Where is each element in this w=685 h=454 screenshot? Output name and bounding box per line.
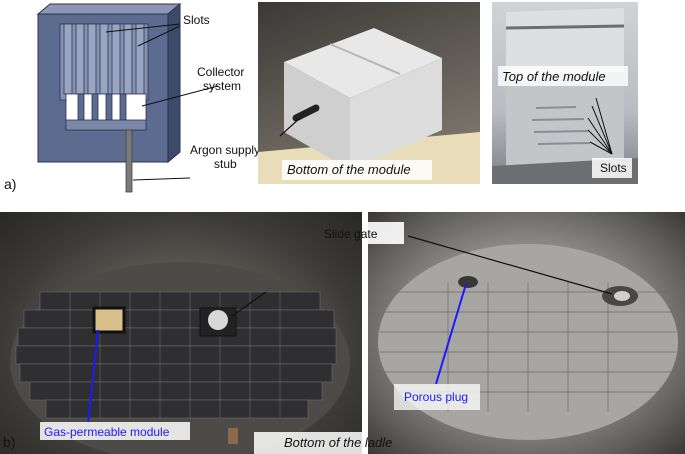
cad-argon-label-1: Argon supply: [190, 143, 261, 157]
module-top-svg: [492, 8, 638, 184]
module-bottom-caption-box: [282, 160, 432, 180]
photo-module-bottom: [258, 2, 480, 184]
porous-plug-label-box: [394, 384, 480, 410]
module-bottom-svg: [258, 28, 480, 184]
photo-ladle-bottom-right: [368, 212, 685, 454]
panel-a-tag: a): [4, 176, 17, 192]
gas-permeable-module-label: Gas-permeable module: [44, 425, 170, 439]
module-bottom-caption: Bottom of the module: [287, 162, 411, 177]
porous-plug-label: Porous plug: [404, 390, 469, 404]
cad-collector-label-1: Collector: [197, 65, 245, 79]
module-top-caption: Top of the module: [502, 69, 606, 84]
ladle-right-svg: [378, 235, 678, 440]
cad-collector-label-2: system: [203, 79, 242, 93]
module-top-caption-box: [498, 66, 628, 86]
cad-module-drawing: [30, 2, 270, 194]
slide-gate-label: Slide gate: [324, 227, 378, 241]
photo-module-top: [492, 2, 638, 184]
cad-slots-label: Slots: [183, 13, 210, 27]
module-top-slots-box: [592, 158, 632, 178]
slide-gate-label-box: [368, 222, 404, 244]
panel-b-tag: b): [3, 434, 16, 450]
module-top-slots-label: Slots: [600, 161, 627, 175]
ladle-left-svg: [10, 262, 350, 454]
photo-ladle-bottom-left: [0, 212, 362, 454]
cad-module-svg: [36, 2, 219, 193]
cad-argon-label-2: stub: [214, 157, 237, 171]
module-label-box: [40, 422, 190, 440]
ladle-caption-box: [254, 432, 362, 454]
ladle-bottom-caption: Bottom of the ladle: [284, 435, 393, 450]
